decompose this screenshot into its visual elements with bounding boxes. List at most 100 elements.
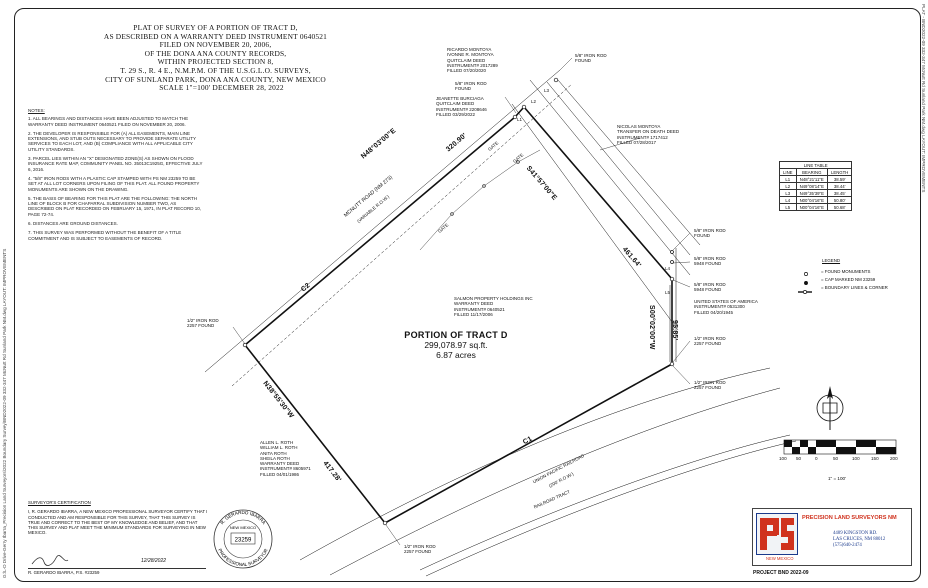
company-name: PRECISION LAND SURVEYORS NM [802,515,897,521]
line-table-header: LINE [779,168,797,176]
legend-item: = BOUNDARY LINES & CORNER [795,283,905,291]
bearing-east: S00°02'00"W [648,305,655,350]
scale-tick: 50 [796,456,802,461]
plat-title: PLAT OF SURVEY OF A PORTION OF TRACT D, … [88,23,343,93]
segment-label: L3 [544,88,550,93]
monument-line: FOUND [575,58,591,64]
parcel-area-block: PORTION OF TRACT D 299,078.97 sq.ft. 6.8… [386,330,526,360]
project-number: PROJECT BND 2022-09 [753,570,809,576]
monument-label: 1/2" IRON ROD 2257 FOUND [694,380,726,391]
line-table: LINE TABLE LINE BEARING LENGTH L1 N48°21… [778,161,853,211]
monument-label: 5/8" IRON ROD FOUND [694,228,726,239]
plat-date: DECEMBER 28, 2022 [212,83,284,93]
note-item: 3. PARCEL LIES WITHIN AN "X" DESIGNATED … [28,156,203,172]
owner-line: UNITED STATES OF AMERICA [694,299,758,304]
table-cell: N49°35'39"E [795,189,828,197]
notes-block: NOTES: 1. ALL BEARINGS AND DISTANCES HAV… [28,108,203,245]
scale-tick: 100 [852,456,860,461]
monument-line: 5948 FOUND [694,287,722,293]
monument-label: 1/2" IRON ROD 2257 FOUND [694,336,726,347]
owner-montoya: RICARDO MONTOYA IVONNE R. MONTOYA QUITCL… [447,47,498,73]
address-line: (575)640-2474 [833,543,862,548]
table-cell: 38.59' [826,175,853,183]
cert-date: 12/28/2022 [141,558,167,564]
table-cell: L1 [779,175,797,183]
owner-line: INSTRUMENT# 8605971 [260,466,311,472]
owner-line: FILLED 04/01/1986 [260,471,300,477]
owner-line: JEANETTE BURCIAGA [436,96,484,101]
notes-header: NOTES: [28,108,45,113]
owner-line: SHEILA ROTH [260,455,290,461]
cert-body: I, R. GERARDO IBARRA, A NEW MEXICO PROFE… [28,509,208,536]
surveyor-certification: SURVEYOR'S CERTIFICATION I, R. GERARDO I… [28,500,208,575]
table-cell: L5 [779,203,797,211]
monument-line: 1/2" IRON ROD [694,336,726,341]
owner-burciaga: JEANETTE BURCIAGA QUITCLAIM DEED INSTRUM… [436,96,487,117]
owner-line: IVONNE R. MONTOYA [447,52,494,58]
monument-line: 2257 FOUND [694,385,722,391]
line-table-header: BEARING [795,168,828,176]
svg-text:R. GERARDO IBARRA: R. GERARDO IBARRA [219,510,267,526]
table-cell: L2 [779,182,797,190]
plat-sheet [14,8,921,582]
cert-signer: R. GERARDO IBARRA, P.S. #23259 [28,570,100,575]
company-logo-mark [756,513,798,555]
owner-line: ALLEN L. ROTH [260,440,294,445]
owner-line: WILLIAM L. ROTH [260,445,298,451]
note-item: 2. THE DEVELOPER IS RESPONSIBLE FOR (A) … [28,130,196,152]
scale-caption: 1" = 100' [828,476,846,481]
owner-line: SALMON PROPERTY HOLDINGS INC [454,296,533,301]
company-address: 4489 KINGSTON RD. LAS CRUCES, NM 88012 (… [833,531,885,549]
seal-bottom-text: PROFESSIONAL SURVEYOR [217,547,269,567]
owner-line: INSTRUMENT# 2208646 [436,106,487,112]
table-cell: L3 [779,189,797,197]
monument-label: 5/8" IRON ROD 5948 FOUND [694,282,726,293]
owner-line: QUITCLAIM DEED [447,57,486,63]
owner-line: FILLED 03/29/2022 [436,111,476,117]
right-margin-path: PLAT - BND2022-09 332-347 McNutt Rd Sunl… [921,4,926,193]
monument-line: 5/8" IRON ROD [694,228,726,233]
scale-tick: 0 [815,456,818,461]
monument-line: 1/2" IRON ROD [694,380,726,385]
note-item: 7. THIS SURVEY WAS PERFORMED WITHOUT THE… [28,230,182,241]
monument-line: 2257 FOUND [694,341,722,347]
note-item: 6. DISTANCES ARE GROUND DISTANCES. [28,221,118,227]
line-table-title: LINE TABLE [778,161,853,169]
note-item: 5. THE BASIS OF BEARING FOR THIS PLAT AR… [28,195,202,217]
monument-line: 5948 FOUND [694,261,722,267]
distance-east: 95.85' [671,320,678,341]
legend-item: = FOUND MONUMENTS [795,267,905,275]
plat-scale: SCALE 1"=100' [159,83,211,93]
owner-line: QUITCLAIM DEED [436,101,475,107]
scale-tick: 200 [890,456,898,461]
title-line: FILED ON NOVEMBER 20, 2006, [159,40,272,50]
legend-item: = CAP MARKED NM 23259 [795,275,905,283]
owner-line: INSTRUMENT# 0531300 [694,304,745,310]
table-cell: 50.68' [826,203,853,211]
monument-label: 5/8" IRON ROD 5948 FOUND [694,256,726,267]
seal-top-text: R. GERARDO IBARRA [219,510,267,526]
segment-label: L5 [665,290,671,295]
owner-usa: UNITED STATES OF AMERICA INSTRUMENT# 053… [694,299,758,315]
title-line: OF THE DONA ANA COUNTY RECORDS, [144,48,287,58]
owner-line: INSTRUMENT# 2017289 [447,62,498,68]
company-logo-box: PRECISION LAND SURVEYORS NM 4489 KINGSTO… [752,508,912,566]
table-row: L5 N00°04'16"E 50.68' [779,203,853,211]
legend-title: LEGEND [822,258,841,263]
owner-line: WARRANTY DEED [454,301,494,307]
table-cell: 38.44' [826,182,853,190]
table-row: L4 N00°04'16"E 50.80' [779,196,853,204]
monument-line: 5/8" IRON ROD [455,81,487,86]
owner-salmon: SALMON PROPERTY HOLDINGS INC WARRANTY DE… [454,296,533,317]
table-cell: N49°08'14"E [795,182,828,190]
table-cell: 38.45' [826,189,853,197]
owner-line: TRANSFER ON DEATH DEED [617,129,680,135]
title-line: PLAT OF SURVEY OF A PORTION OF TRACT D, [133,23,298,32]
legend-text: = CAP MARKED NM 23259 [821,276,876,282]
note-item: 4. "5/8" IRON RODS WITH A PLASTIC CAP ST… [28,175,200,192]
cert-header: SURVEYOR'S CERTIFICATION [28,500,91,505]
scale-tick: 100 [779,456,787,461]
table-cell: L4 [779,196,797,204]
parcel-name: PORTION OF TRACT D [404,330,508,340]
signature-mark [31,555,69,566]
